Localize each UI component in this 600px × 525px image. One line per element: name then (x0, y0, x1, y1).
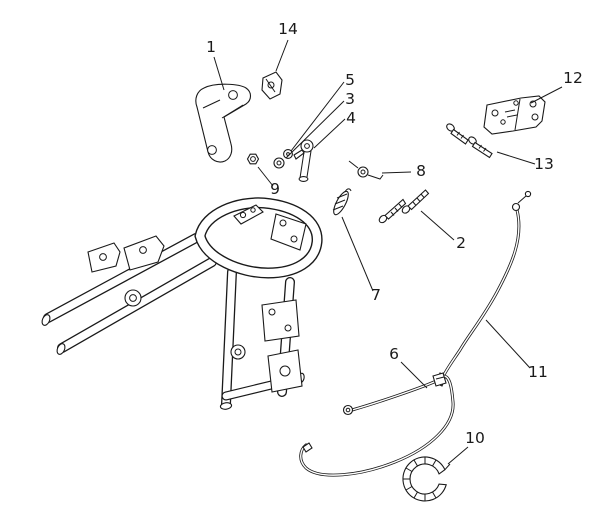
leader-lines (213, 39, 563, 465)
frame-assembly (41, 197, 323, 410)
callout-9: 9 (270, 180, 280, 198)
callout-10: 10 (465, 429, 485, 447)
spring-part-7 (332, 188, 352, 216)
callout-13: 13 (534, 155, 554, 173)
cable-part-6 (299, 372, 455, 477)
clip-part-14 (261, 71, 283, 100)
callout-2: 2 (456, 234, 466, 252)
callout-labels: 1 2 3 4 5 6 7 8 9 10 11 12 13 14 (206, 20, 583, 447)
screws-part-2 (378, 189, 430, 224)
clamp-part-10 (402, 456, 451, 502)
callout-7: 7 (371, 286, 381, 304)
nut-part-9 (246, 153, 260, 165)
callout-11: 11 (528, 363, 548, 381)
spring-part-8 (348, 160, 384, 180)
callout-1: 1 (206, 38, 216, 56)
callout-8: 8 (416, 162, 426, 180)
washer-part-3 (273, 157, 285, 169)
callout-6: 6 (389, 345, 399, 363)
cable-part-11 (435, 190, 532, 387)
plate-part-12 (483, 95, 546, 135)
callout-4: 4 (346, 109, 356, 127)
pivot-lever-part-4 (293, 139, 314, 182)
callout-3: 3 (345, 90, 355, 108)
callout-14: 14 (278, 20, 298, 38)
screws-part-13 (446, 123, 493, 159)
bracket-part-1 (195, 83, 252, 163)
callout-5: 5 (345, 71, 355, 89)
callout-12: 12 (563, 69, 583, 87)
